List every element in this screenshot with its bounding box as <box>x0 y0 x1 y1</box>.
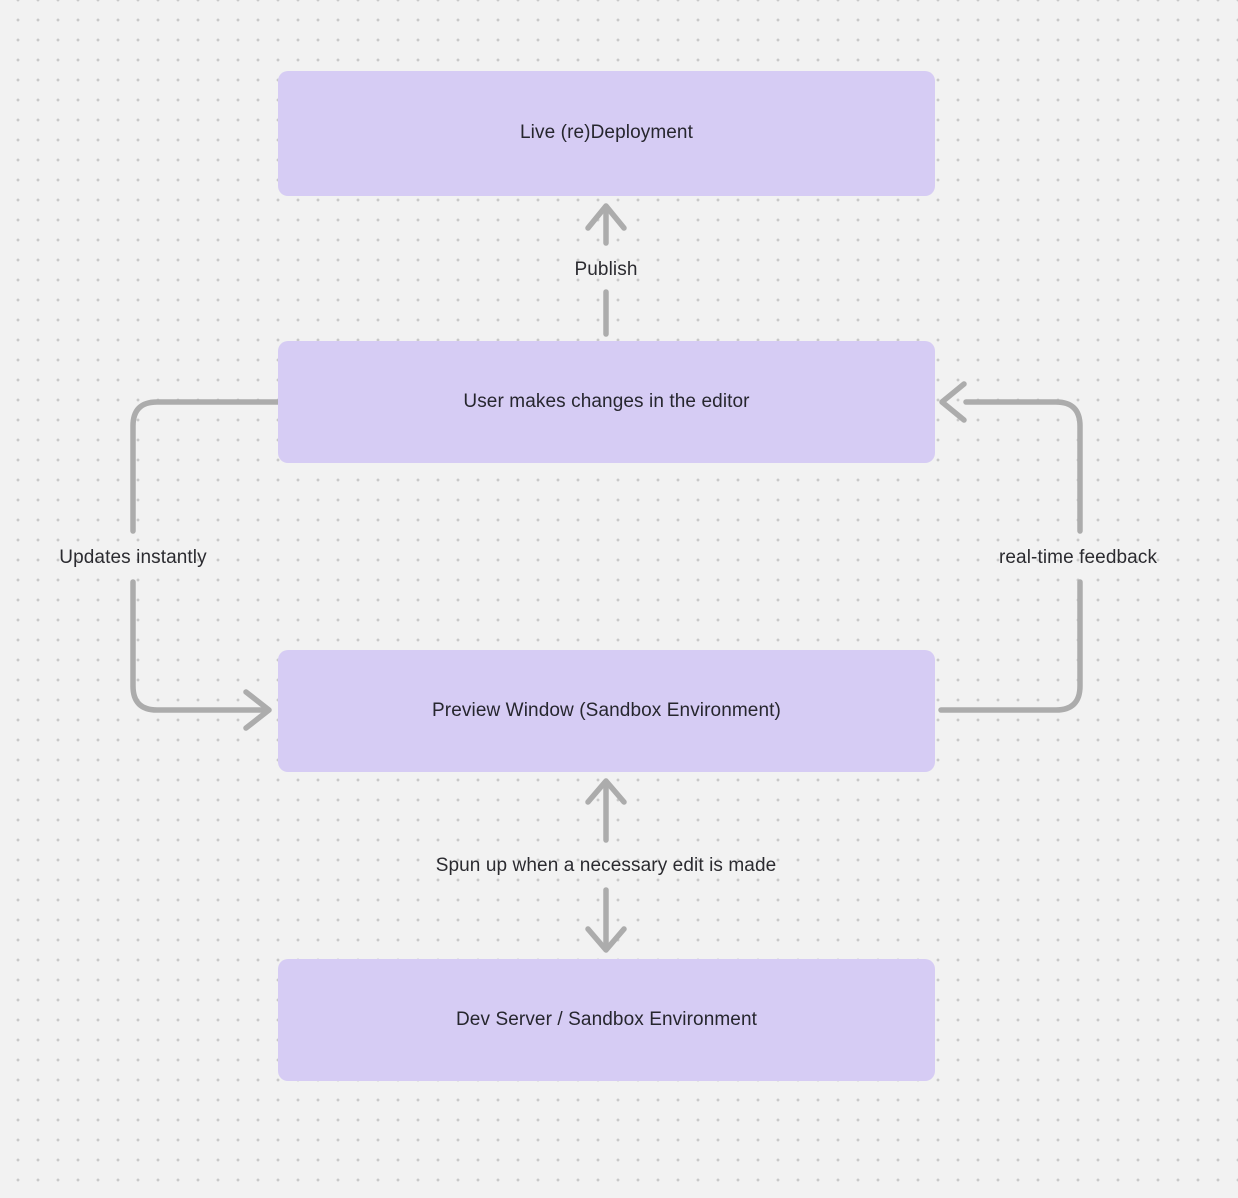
edge-label-spun-up[interactable]: Spun up when a necessary edit is made <box>435 855 777 876</box>
edge-label-real-time-feedback[interactable]: real-time feedback <box>998 547 1158 568</box>
connector-updates-instantly[interactable] <box>130 399 281 731</box>
arrowhead-left-icon <box>939 381 967 423</box>
arrowhead-right-icon <box>243 689 272 731</box>
node-label: User makes changes in the editor <box>463 390 750 412</box>
node-preview-window[interactable]: Preview Window (Sandbox Environment) <box>278 650 935 772</box>
connector-real-time-feedback[interactable] <box>938 381 1083 713</box>
node-live-redeployment[interactable]: Live (re)Deployment <box>278 71 935 196</box>
connector-spun-up[interactable] <box>585 778 627 953</box>
node-label: Dev Server / Sandbox Environment <box>455 1008 757 1030</box>
arrowhead-up-icon <box>585 203 627 231</box>
arrowhead-up-icon <box>585 778 627 805</box>
node-editor-changes[interactable]: User makes changes in the editor <box>278 341 935 463</box>
connector-publish[interactable] <box>585 203 627 337</box>
node-dev-server[interactable]: Dev Server / Sandbox Environment <box>278 959 935 1081</box>
node-label: Live (re)Deployment <box>520 122 693 144</box>
node-label: Preview Window (Sandbox Environment) <box>432 699 781 721</box>
arrowhead-down-icon <box>585 926 627 953</box>
edge-label-publish[interactable]: Publish <box>574 259 638 280</box>
edge-label-updates-instantly[interactable]: Updates instantly <box>59 547 207 568</box>
